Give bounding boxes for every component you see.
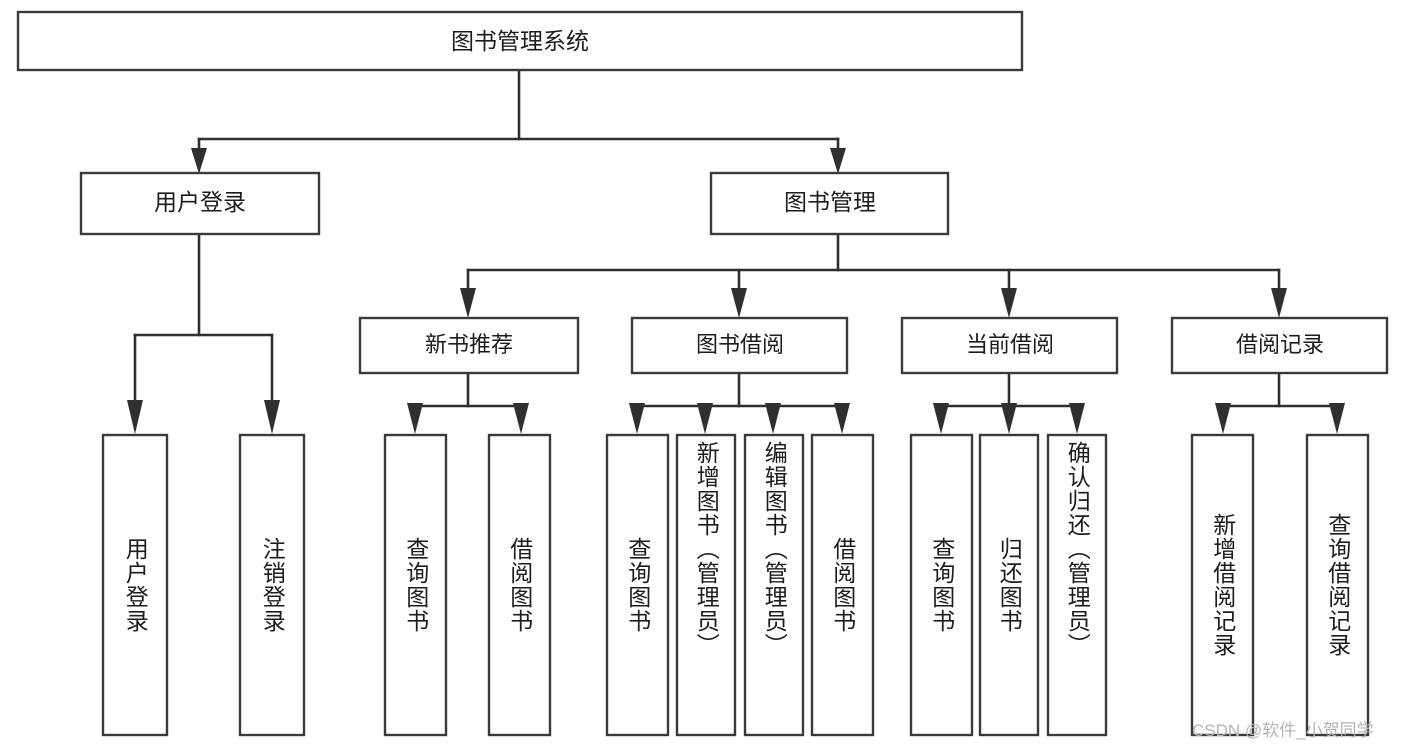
node-root[interactable]: 图书管理系统 xyxy=(16,10,1024,72)
node-new-book-recommend-box[interactable] xyxy=(358,316,580,375)
leaf-box-book-borrow-1[interactable] xyxy=(605,433,670,737)
connector-group-new-book xyxy=(407,371,529,434)
arrowhead-leaf-book-borrow-3 xyxy=(765,403,781,434)
arrowhead-leaf-borrow-records-2 xyxy=(1329,403,1345,434)
node-root-box[interactable] xyxy=(16,10,1024,72)
arrowhead-leaf-book-borrow-1 xyxy=(629,403,645,434)
node-current-borrow[interactable]: 当前借阅 xyxy=(900,316,1119,375)
node-book-management[interactable]: 图书管理 xyxy=(709,171,950,236)
arrowhead-leaf-new-book-2 xyxy=(513,403,529,434)
node-book-borrow-label: 图书借阅 xyxy=(696,332,784,357)
arrowhead-leaf-borrow-records-1 xyxy=(1215,403,1231,434)
leaf-box-book-borrow-2[interactable] xyxy=(675,433,737,737)
arrowhead-new-book xyxy=(460,288,476,318)
connector-group-book-borrow xyxy=(629,371,850,434)
leaf-box-new-book-1[interactable] xyxy=(383,433,448,737)
arrowhead-borrow-records xyxy=(1271,288,1287,318)
node-borrow-records[interactable]: 借阅记录 xyxy=(1170,316,1389,375)
node-user-login[interactable]: 用户登录 xyxy=(79,171,321,236)
leaf-box-current-borrow-1[interactable] xyxy=(909,433,974,737)
arrowhead-leaf-book-borrow-2 xyxy=(697,403,713,434)
arrowhead-leaf-user-login-2 xyxy=(264,400,280,434)
node-user-login-box[interactable] xyxy=(79,171,321,236)
leaf-box-book-borrow-3[interactable] xyxy=(743,433,805,737)
arrowhead-leaf-book-borrow-4 xyxy=(834,403,850,434)
node-current-borrow-label: 当前借阅 xyxy=(966,332,1054,357)
node-user-login-label: 用户登录 xyxy=(154,189,246,215)
node-current-borrow-box[interactable] xyxy=(900,316,1119,375)
arrowhead-current-borrow xyxy=(1001,288,1017,318)
connector-group-current-borrow xyxy=(933,371,1085,434)
leaf-box-new-book-2[interactable] xyxy=(487,433,552,737)
arrowhead-leaf-current-borrow-1 xyxy=(933,403,949,434)
arrowhead-leaf-new-book-1 xyxy=(407,403,423,434)
arrowhead-leaf-current-borrow-2 xyxy=(1001,403,1017,434)
arrowhead-user-login xyxy=(191,148,207,174)
connector-group-borrow-records xyxy=(1215,371,1345,434)
arrowhead-leaf-current-borrow-3 xyxy=(1069,403,1085,434)
connector-group-user-login xyxy=(127,232,280,434)
connector-group-root xyxy=(191,68,846,174)
node-book-borrow-box[interactable] xyxy=(630,316,849,375)
arrowhead-leaf-user-login-1 xyxy=(127,400,143,434)
leaf-box-current-borrow-3[interactable] xyxy=(1046,433,1108,737)
leaf-box-book-borrow-4[interactable] xyxy=(810,433,875,737)
node-book-borrow[interactable]: 图书借阅 xyxy=(630,316,849,375)
node-borrow-records-label: 借阅记录 xyxy=(1236,332,1324,357)
leaf-box-borrow-records-1[interactable] xyxy=(1190,433,1255,737)
node-book-management-label: 图书管理 xyxy=(784,189,876,215)
leaf-box-user-login-2[interactable] xyxy=(238,433,306,737)
connector-group-book-mgmt xyxy=(460,232,1287,318)
node-book-management-box[interactable] xyxy=(709,171,950,236)
leaf-box-current-borrow-2[interactable] xyxy=(978,433,1040,737)
node-root-label: 图书管理系统 xyxy=(451,28,589,54)
leaf-box-borrow-records-2[interactable] xyxy=(1305,433,1370,737)
arrowhead-book-mgmt xyxy=(830,148,846,174)
csdn-watermark: CSDN @软件_小贺同学 xyxy=(1192,721,1374,740)
node-new-book-recommend-label: 新书推荐 xyxy=(425,332,513,357)
arrowhead-book-borrow xyxy=(731,288,747,318)
node-borrow-records-box[interactable] xyxy=(1170,316,1389,375)
leaf-box-user-login-1[interactable] xyxy=(101,433,169,737)
node-new-book-recommend[interactable]: 新书推荐 xyxy=(358,316,580,375)
